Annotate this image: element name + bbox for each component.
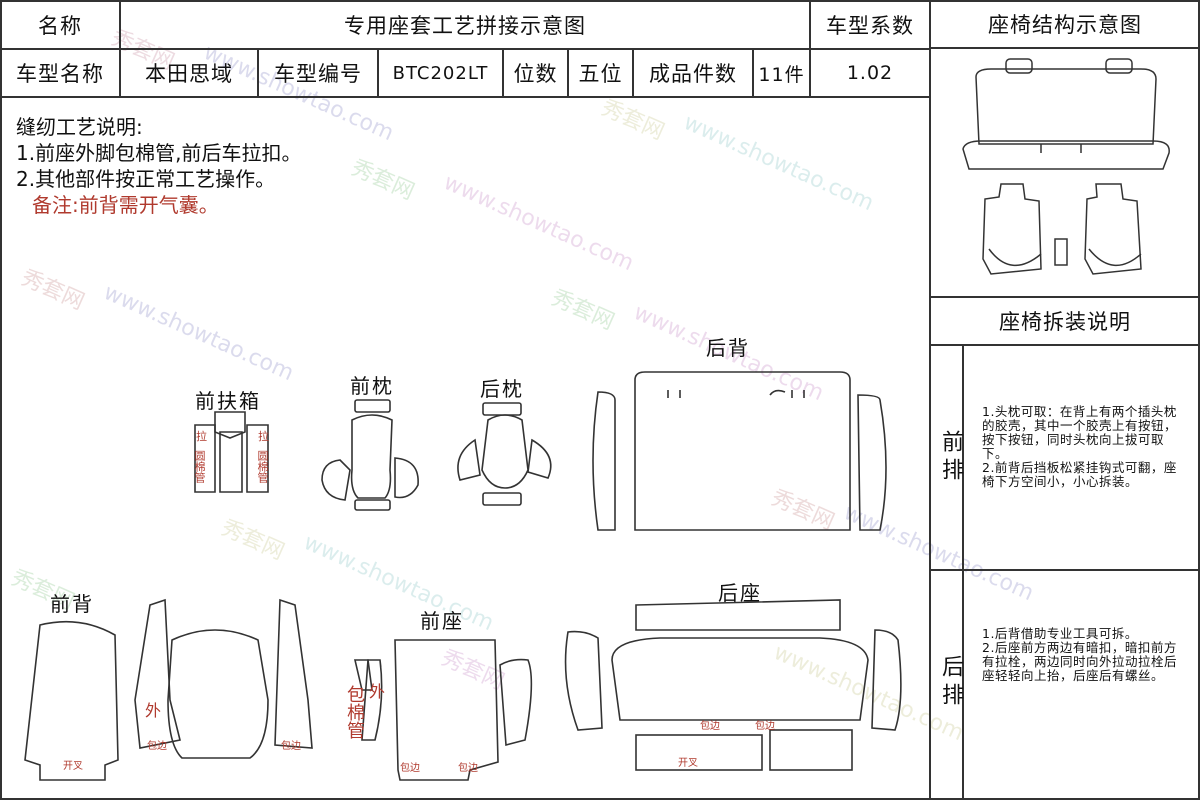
rear-instruction-1: 1.后背借助专业工具可拆。 — [982, 626, 1138, 641]
structure-title: 座椅结构示意图 — [988, 13, 1142, 37]
front-headrest-pattern — [321, 399, 419, 511]
notes-title: 缝纫工艺说明: — [16, 115, 143, 139]
annot-round-tube-left: 圆棉管 — [193, 450, 206, 483]
seat-structure-diagram — [962, 58, 1170, 275]
label-rear-seat: 后座 — [718, 581, 762, 605]
annot-pull-right: 拉 — [258, 430, 269, 443]
sewing-notes: 缝纫工艺说明: 1.前座外脚包棉管,前后车拉扣。 2.其他部件按正常工艺操作。 … — [16, 114, 301, 218]
name-label: 名称 — [38, 13, 82, 38]
front-armrest-pattern — [194, 411, 269, 493]
annot-edge-front-back-1: 包边 — [147, 741, 167, 752]
annot-split-rear-seat: 开叉 — [678, 758, 698, 769]
annot-outer-front-back: 外 — [145, 701, 162, 720]
notes-line-1: 1.前座外脚包棉管,前后车拉扣。 — [16, 141, 302, 165]
model-no-label: 车型编号 — [274, 62, 362, 86]
annot-wrap-tube: 包棉管 — [344, 685, 365, 739]
label-rear-headrest: 后枕 — [480, 377, 524, 401]
pattern-drawing — [24, 371, 902, 781]
annot-edge-rear-seat-2: 包边 — [755, 721, 775, 732]
front-back-pattern — [24, 598, 313, 781]
label-front-armrest: 前扶箱 — [195, 389, 261, 413]
model-name-label: 车型名称 — [16, 62, 104, 86]
disassembly-title: 座椅拆装说明 — [999, 310, 1131, 334]
annot-edge-front-seat-2: 包边 — [458, 763, 478, 774]
rear-seat-pattern — [564, 599, 902, 771]
model-no-value: BTC202LT — [392, 62, 489, 84]
annot-outer-front-seat: 外 — [369, 682, 386, 701]
label-front-seat: 前座 — [420, 609, 464, 633]
annot-edge-front-back-2: 包边 — [281, 741, 301, 752]
annot-round-tube-right: 圆棉管 — [256, 450, 269, 483]
pieces-value: 11件 — [758, 63, 805, 86]
rear-headrest-pattern — [457, 402, 552, 506]
front-row-label: 前排 — [938, 430, 963, 486]
pieces-label: 成品件数 — [649, 62, 737, 86]
label-front-headrest: 前枕 — [350, 374, 394, 398]
annot-split-front-back: 开叉 — [63, 761, 83, 772]
notes-line-2: 2.其他部件按正常工艺操作。 — [16, 167, 276, 191]
label-rear-back: 后背 — [706, 336, 750, 360]
rear-row-label: 后排 — [938, 655, 963, 711]
rear-row-instructions: 1.后背借助专业工具可拆。 2.后座前方两边有暗扣，暗扣前方有拉栓，两边同时向外… — [982, 627, 1182, 683]
rear-instruction-2: 2.后座前方两边有暗扣，暗扣前方有拉栓，两边同时向外拉动拉栓后座轻轻向上抬，后座… — [982, 640, 1178, 683]
front-instruction-2: 2.前背后挡板松紧挂钩式可翻，座椅下方空间小，小心拆装。 — [982, 460, 1177, 489]
annot-pull-left: 拉 — [196, 430, 207, 443]
annot-edge-front-seat-1: 包边 — [400, 763, 420, 774]
coef-value: 1.02 — [846, 62, 894, 84]
notes-remark: 备注:前背需开气囊。 — [32, 193, 219, 217]
coef-label: 车型系数 — [826, 13, 914, 38]
rear-back-pattern — [592, 371, 887, 531]
model-name-value: 本田思域 — [145, 62, 233, 86]
document-title: 专用座套工艺拼接示意图 — [344, 13, 586, 38]
annot-edge-rear-seat-1: 包边 — [700, 721, 720, 732]
label-front-back: 前背 — [50, 592, 94, 616]
front-seat-pattern — [353, 639, 533, 781]
seats-value: 五位 — [578, 62, 623, 86]
front-instruction-1: 1.头枕可取：在背上有两个插头枕的胶壳，其中一个胶壳上有按钮，按下按钮，同时头枕… — [982, 404, 1178, 461]
seats-label: 位数 — [513, 62, 558, 86]
front-row-instructions: 1.头枕可取：在背上有两个插头枕的胶壳，其中一个胶壳上有按钮，按下按钮，同时头枕… — [982, 405, 1182, 489]
